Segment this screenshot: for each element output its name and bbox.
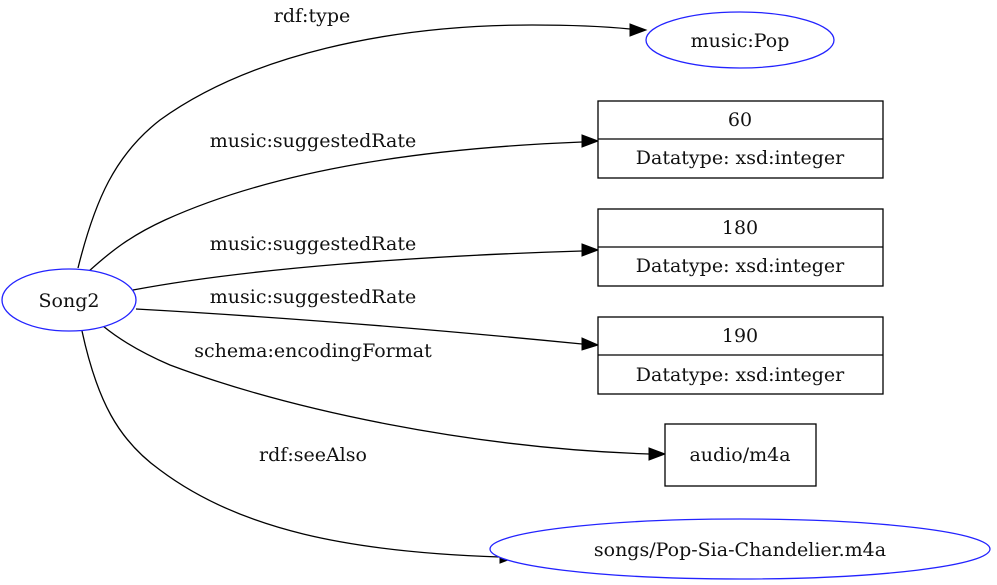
edge-label-see-also: rdf:seeAlso (259, 444, 367, 466)
edge-suggested-rate-180 (132, 243, 600, 291)
edge-label-suggested-rate-3: music:suggestedRate (210, 286, 416, 308)
edge-rdf-type (77, 23, 648, 269)
literal-value: 190 (722, 325, 758, 347)
edge-label-suggested-rate-2: music:suggestedRate (210, 233, 416, 255)
node-see-also-label: songs/Pop-Sia-Chandelier.m4a (594, 539, 886, 561)
node-literal-encoding[interactable]: audio/m4a (664, 423, 817, 487)
edges (77, 23, 667, 564)
literal-value: 180 (722, 217, 758, 239)
edge-label-rdf-type: rdf:type (274, 5, 350, 27)
edge-label-encoding-format: schema:encodingFormat (194, 340, 432, 362)
node-literal-190[interactable]: 190 Datatype: xsd:integer (597, 316, 884, 395)
literal-datatype: Datatype: xsd:integer (636, 364, 845, 386)
literal-value: 60 (728, 109, 752, 131)
edge-label-suggested-rate-1: music:suggestedRate (210, 130, 416, 152)
literal-datatype: Datatype: xsd:integer (636, 255, 845, 277)
node-type[interactable]: music:Pop (645, 11, 835, 69)
edge-encoding-format (102, 325, 667, 461)
node-subject-label: Song2 (39, 290, 100, 312)
literal-datatype: Datatype: xsd:integer (636, 147, 845, 169)
node-see-also[interactable]: songs/Pop-Sia-Chandelier.m4a (489, 518, 991, 580)
node-literal-60[interactable]: 60 Datatype: xsd:integer (597, 100, 884, 179)
node-literal-180[interactable]: 180 Datatype: xsd:integer (597, 208, 884, 287)
node-subject[interactable]: Song2 (1, 268, 137, 332)
literal-encoding-value: audio/m4a (689, 444, 790, 466)
edge-suggested-rate-190 (135, 308, 600, 351)
node-type-label: music:Pop (691, 30, 790, 52)
edge-suggested-rate-60 (87, 134, 600, 273)
edge-labels: rdf:type music:suggestedRate music:sugge… (194, 5, 432, 466)
